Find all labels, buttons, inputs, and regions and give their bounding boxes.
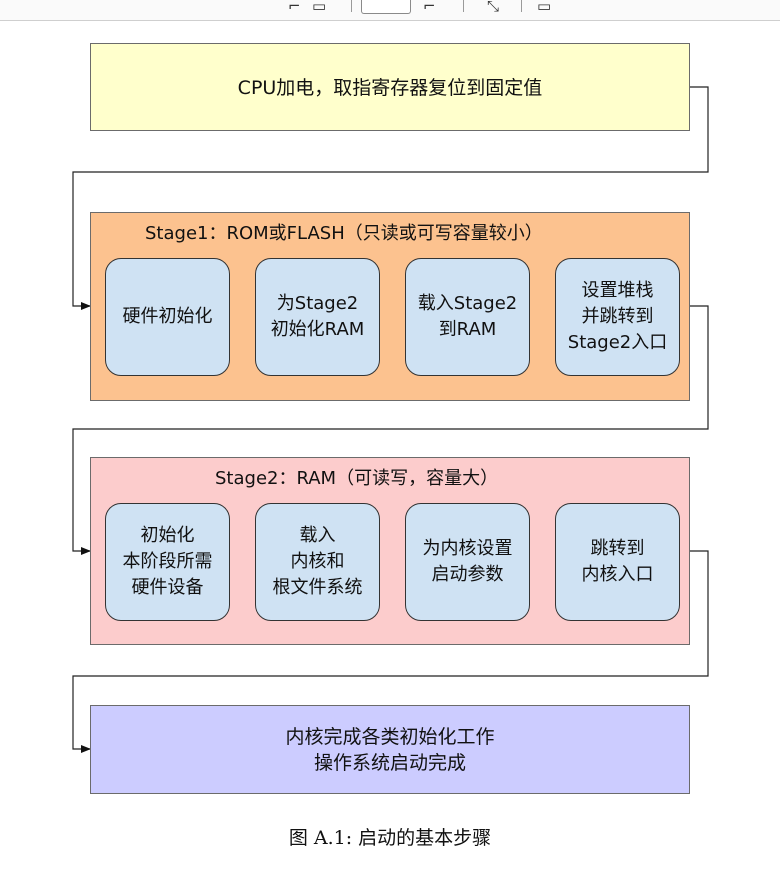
stage1-title: Stage1：ROM或FLASH（只读或可写容量较小） [145,223,543,244]
stage1-node-set-stack-jump: 设置堆栈 并跳转到 Stage2入口 [555,258,680,376]
toolbar-divider [351,0,352,12]
fit-page-icon[interactable]: ⤡ [487,0,500,15]
stage1-node-load-stage2: 载入Stage2 到RAM [405,258,530,376]
connector-stage2-to-bottom [72,550,709,753]
fullscreen-icon[interactable]: ▭ [537,0,552,15]
stage1-node-hardware-init: 硬件初始化 [105,258,230,376]
page-view-icon[interactable]: ▭ [312,0,327,15]
stage2-node-set-boot-params: 为内核设置 启动参数 [405,503,530,621]
stage2-node-load-kernel-rootfs: 载入 内核和 根文件系统 [255,503,380,621]
cpu-power-on-box: CPU加电，取指寄存器复位到固定值 [90,43,690,131]
zoom-in-icon[interactable]: ⌐ [423,0,436,15]
toolbar-divider [521,0,522,12]
stage2-node-jump-kernel: 跳转到 内核入口 [555,503,680,621]
connector-top-to-stage1 [72,86,709,310]
viewer-toolbar: ⌐ ▭ ⌐ ⤡ ▭ [0,0,780,21]
kernel-init-box: 内核完成各类初始化工作 操作系统启动完成 [90,705,690,794]
figure-caption: 图 A.1: 启动的基本步骤 [288,827,492,849]
connector-stage1-to-stage2 [72,305,709,555]
kernel-init-text: 内核完成各类初始化工作 操作系统启动完成 [285,726,495,774]
stage2-title: Stage2：RAM（可读写，容量大） [215,468,499,489]
page-number-field[interactable] [361,0,411,14]
zoom-out-icon[interactable]: ⌐ [288,0,301,15]
toolbar-divider [463,0,464,12]
stage2-node-init-devices: 初始化 本阶段所需 硬件设备 [105,503,230,621]
stage1-node-init-ram: 为Stage2 初始化RAM [255,258,380,376]
cpu-power-on-text: CPU加电，取指寄存器复位到固定值 [237,77,543,99]
